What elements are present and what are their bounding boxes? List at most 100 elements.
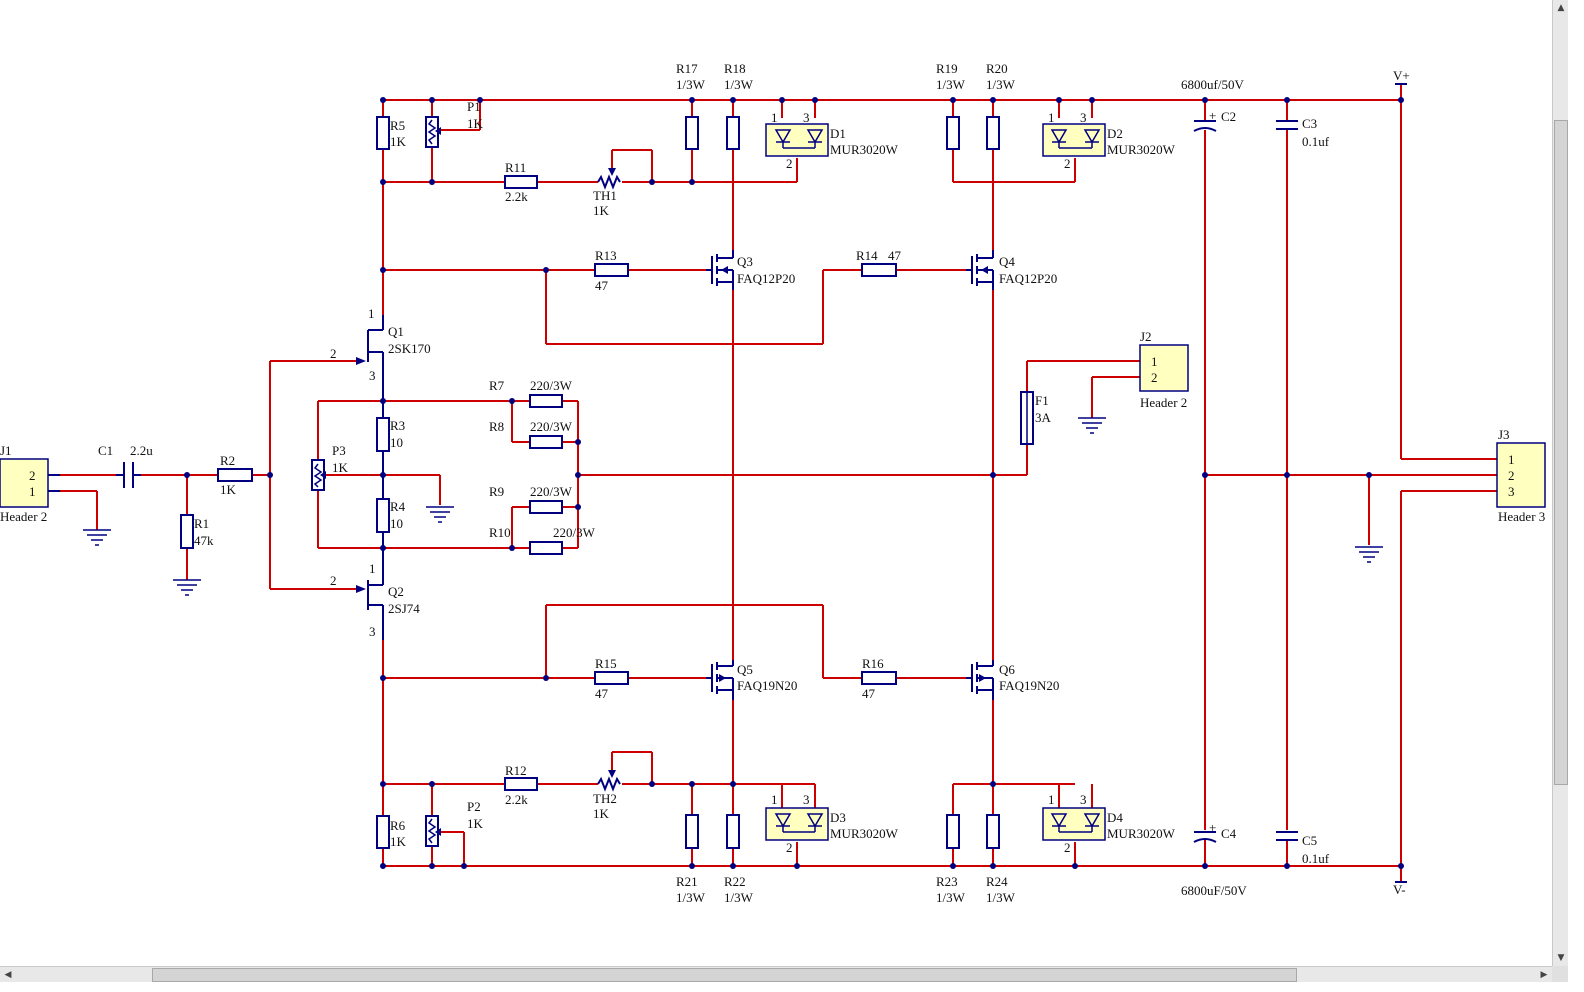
r9-value: 220/3W: [530, 484, 573, 499]
r18-resistor[interactable]: R18 1/3W: [724, 61, 754, 150]
j1-name: Header 2: [0, 509, 47, 524]
q1-jfet[interactable]: 1 2 3 Q1 2SK170: [330, 306, 431, 383]
vminus-port[interactable]: V-: [1393, 881, 1407, 897]
r15-resistor[interactable]: R15 47: [594, 656, 629, 701]
f1-fuse[interactable]: F1 3A: [1020, 391, 1052, 445]
r4-resistor[interactable]: R4 10: [376, 498, 406, 533]
vplus-port[interactable]: V+: [1393, 68, 1410, 85]
f1-value: 3A: [1035, 410, 1052, 425]
j2-pin2: 2: [1151, 370, 1158, 385]
p2-potentiometer[interactable]: P2 1K: [425, 799, 484, 847]
q3-mosfet[interactable]: Q3 FAQ12P20: [706, 250, 795, 290]
r10-value: 220/3W: [553, 525, 596, 540]
p3-potentiometer[interactable]: P3 1K: [311, 443, 349, 491]
p1-value: 1K: [467, 116, 484, 131]
vertical-scrollbar[interactable]: ▲ ▼: [1552, 0, 1568, 966]
q5-mosfet[interactable]: Q5 FAQ19N20: [706, 660, 797, 700]
c5-capacitor[interactable]: C5 0.1uf: [1276, 831, 1330, 866]
scroll-left-button[interactable]: ◀: [4, 970, 12, 980]
r12-label: R12: [505, 763, 527, 778]
d3-pin3: 3: [803, 792, 810, 807]
j3-connector[interactable]: J3 1 2 3 Header 3: [1496, 427, 1546, 524]
r13-resistor[interactable]: R13 47: [594, 248, 629, 293]
q6-mosfet[interactable]: Q6 FAQ19N20: [966, 660, 1059, 700]
schematic-canvas[interactable]: J1 2 1 Header 2 C1 2.2u R1 47k R2 1K: [0, 0, 1552, 966]
r24-resistor[interactable]: R24 1/3W: [986, 814, 1016, 905]
d1-pin2: 2: [786, 156, 793, 171]
r1-value: 47k: [194, 533, 214, 548]
c1-capacitor[interactable]: C1 2.2u: [98, 443, 153, 488]
q2-jfet[interactable]: 1 2 3 Q2 2SJ74: [330, 561, 420, 640]
ground-j2: [1078, 417, 1106, 434]
r5-label: R5: [390, 118, 405, 133]
j3-pin1: 1: [1508, 452, 1515, 467]
r16-value: 47: [862, 686, 876, 701]
r5-resistor[interactable]: R5 1K: [376, 116, 407, 150]
r23-resistor[interactable]: R23 1/3W: [936, 814, 966, 905]
d1-diode[interactable]: 1 3 2 D1 MUR3020W: [765, 110, 899, 171]
r19-resistor[interactable]: R19 1/3W: [936, 61, 966, 150]
r9-label: R9: [489, 484, 504, 499]
r1-resistor[interactable]: R1 47k: [180, 514, 214, 549]
j1-pin1: 1: [29, 484, 36, 499]
c2-label: C2: [1221, 109, 1236, 124]
r11-value: 2.2k: [505, 189, 528, 204]
scroll-down-button[interactable]: ▼: [1557, 953, 1565, 963]
r8-resistor[interactable]: R8 220/3W: [489, 419, 573, 449]
r21-resistor[interactable]: R21 1/3W: [676, 814, 706, 905]
r22-resistor[interactable]: R22 1/3W: [724, 814, 754, 905]
q1-pin1: 1: [368, 306, 375, 321]
r14-value: 47: [888, 248, 902, 263]
th2-thermistor[interactable]: TH2 1K: [593, 770, 621, 821]
q2-pin1: 1: [369, 561, 376, 576]
horizontal-scroll-thumb[interactable]: [152, 968, 1297, 982]
scrollbar-corner: [1552, 966, 1568, 982]
q2-pin2: 2: [330, 573, 337, 588]
r22-value: 1/3W: [724, 890, 754, 905]
r2-resistor[interactable]: R2 1K: [217, 453, 253, 497]
j2-connector[interactable]: J2 1 2 Header 2: [1139, 329, 1189, 410]
r9-resistor[interactable]: R9 220/3W: [489, 484, 573, 514]
d2-diode[interactable]: 1 3 2 D2 MUR3020W: [1042, 110, 1176, 171]
r3-resistor[interactable]: R3 10: [376, 417, 405, 452]
th2-value: 1K: [593, 806, 610, 821]
r20-resistor[interactable]: R20 1/3W: [986, 61, 1016, 150]
r3-value: 10: [390, 435, 403, 450]
scroll-right-button[interactable]: ▶: [1540, 970, 1548, 980]
horizontal-scrollbar[interactable]: ◀ ▶: [0, 966, 1552, 982]
r14-resistor[interactable]: R14 47: [856, 248, 902, 277]
c2-value: 6800uf/50V: [1181, 77, 1244, 92]
d4-pin2: 2: [1064, 840, 1071, 855]
vertical-scroll-thumb[interactable]: [1554, 120, 1568, 785]
q2-pin3: 3: [369, 624, 376, 639]
c4-capacitor[interactable]: + C4 6800uF/50V: [1181, 820, 1247, 898]
r17-resistor[interactable]: R17 1/3W: [676, 61, 706, 150]
q4-mosfet[interactable]: Q4 FAQ12P20: [966, 250, 1057, 290]
ground-r1: [173, 579, 201, 596]
j3-pin3: 3: [1508, 484, 1515, 499]
j2-label: J2: [1140, 329, 1152, 344]
r4-value: 10: [390, 516, 403, 531]
r18-label: R18: [724, 61, 746, 76]
c3-capacitor[interactable]: C3 0.1uf: [1276, 116, 1330, 149]
c2-capacitor[interactable]: + C2 6800uf/50V: [1181, 77, 1244, 132]
r2-value: 1K: [220, 482, 237, 497]
r10-resistor[interactable]: R10 220/3W: [489, 525, 596, 555]
th1-thermistor[interactable]: TH1 1K: [593, 168, 621, 218]
f1-label: F1: [1035, 393, 1049, 408]
q6-value: FAQ19N20: [999, 678, 1059, 693]
q3-value: FAQ12P20: [737, 271, 795, 286]
j1-connector[interactable]: J1 2 1 Header 2: [0, 443, 60, 524]
r16-resistor[interactable]: R16 47: [861, 656, 897, 701]
r7-resistor[interactable]: R7 220/3W: [489, 378, 573, 408]
r17-label: R17: [676, 61, 698, 76]
p1-potentiometer[interactable]: P1 1K: [425, 99, 484, 148]
scroll-up-button[interactable]: ▲: [1557, 3, 1565, 13]
r11-resistor[interactable]: R11 2.2k: [504, 160, 538, 204]
d3-diode[interactable]: 1 3 2 D3 MUR3020W: [765, 792, 899, 855]
r12-resistor[interactable]: R12 2.2k: [504, 763, 538, 807]
d2-label: D2: [1107, 126, 1123, 141]
d4-pin3: 3: [1080, 792, 1087, 807]
r6-resistor[interactable]: R6 1K: [376, 815, 407, 849]
d4-diode[interactable]: 1 3 2 D4 MUR3020W: [1042, 792, 1176, 855]
